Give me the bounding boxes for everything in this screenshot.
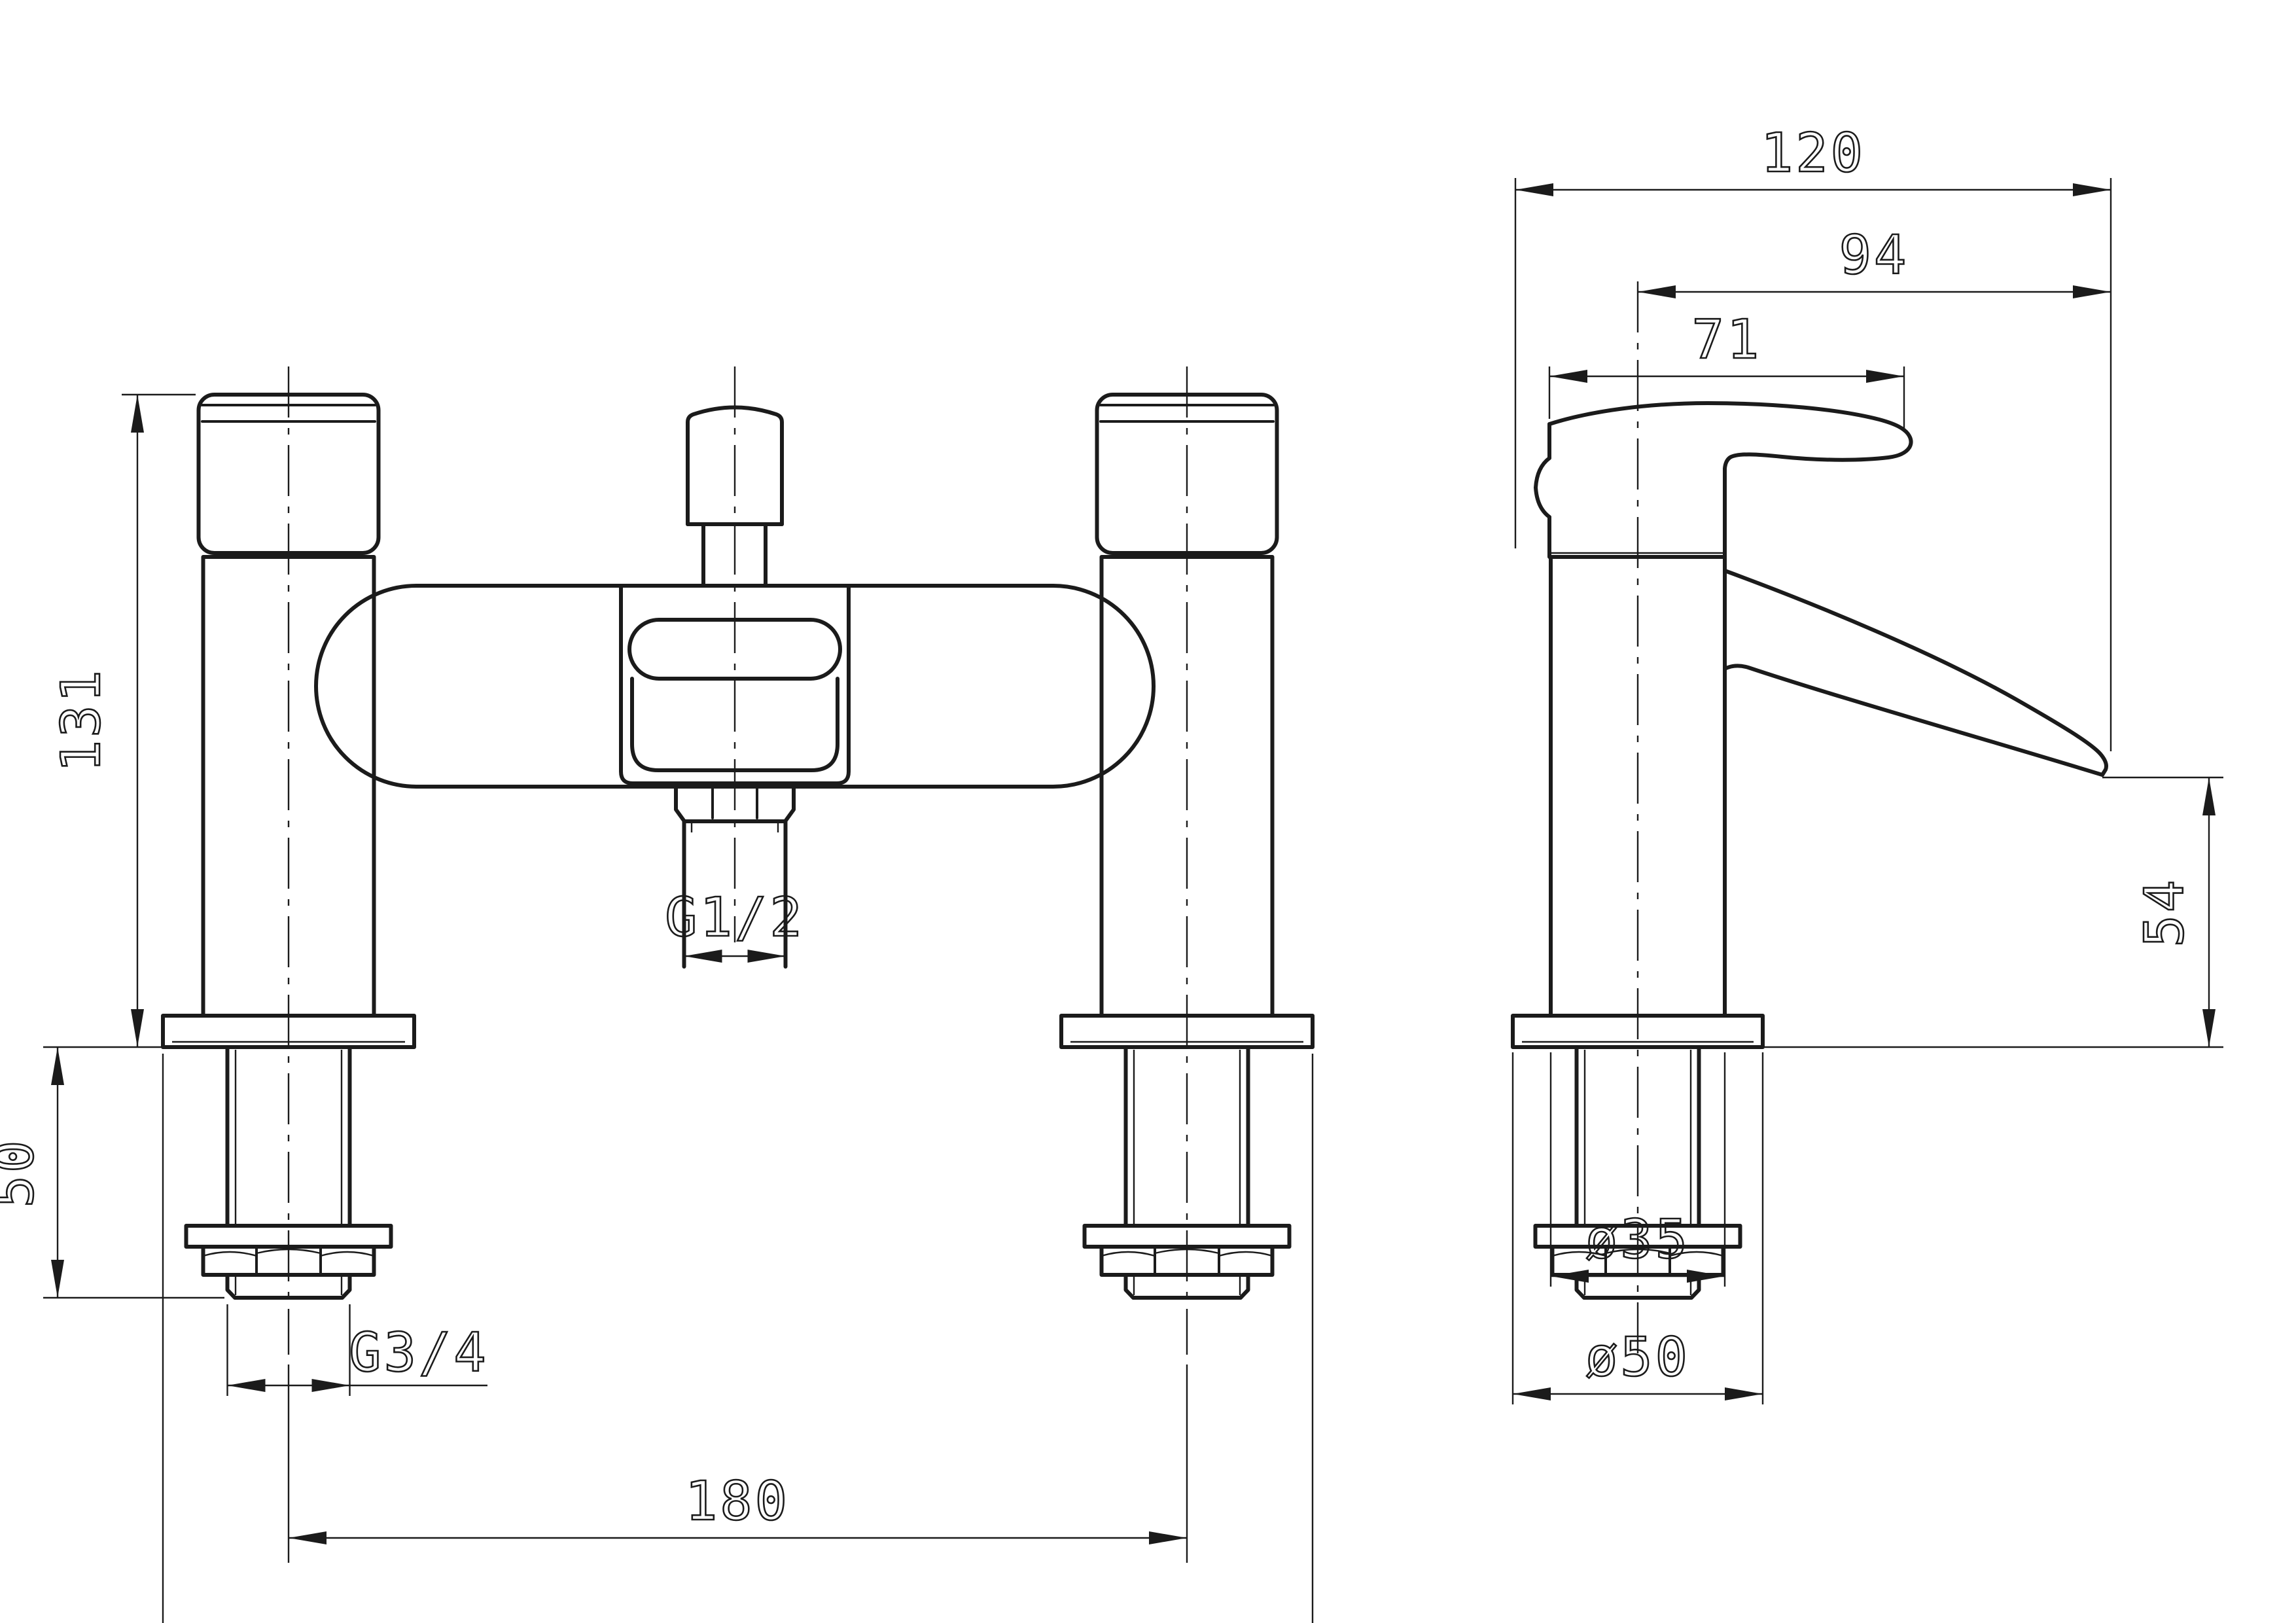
side-thread-stub <box>1574 1273 1701 1300</box>
front-right-pillar <box>1059 393 1315 1300</box>
side-dimensions: 120 94 71 54 ø35 <box>1511 122 2223 1404</box>
dim-label-handle-length: 71 <box>1692 309 1762 371</box>
dim-label-shower-thread: G1/2 <box>665 887 804 949</box>
dim-label-spout-reach: 94 <box>1839 224 1909 287</box>
dim-label-height: 131 <box>50 668 113 772</box>
side-backnut <box>1550 1245 1725 1277</box>
right-deck-flange <box>1059 1014 1315 1049</box>
left-thread-stub <box>225 1273 352 1300</box>
dim-label-overall-depth: 120 <box>1761 122 1865 185</box>
dim-label-inlet-thread: G3/4 <box>349 1322 488 1384</box>
left-nut-chamfer <box>203 1248 374 1257</box>
right-backnut <box>1099 1245 1275 1277</box>
dim-label-body-diameter: ø35 <box>1585 1209 1690 1271</box>
side-lever-handle <box>1547 401 1913 559</box>
left-backnut <box>201 1245 376 1277</box>
center-label-pill <box>627 618 842 681</box>
side-spout-upper-edge <box>1723 569 2108 777</box>
side-nut-chamfer <box>1552 1248 1723 1257</box>
front-dimensions: 131 50 G3/4 G1/2 180 <box>0 393 1314 1623</box>
left-handle <box>196 393 381 555</box>
dim-label-flange-diameter: ø50 <box>1585 1327 1690 1389</box>
front-center-assembly <box>619 405 851 969</box>
center-label-plate <box>630 677 839 772</box>
diverter-knob <box>686 405 784 526</box>
centerlines <box>287 281 1639 1355</box>
side-view: 120 94 71 54 ø35 <box>1511 122 2223 1404</box>
left-deck-flange <box>161 1014 416 1049</box>
side-spout-lower-edge <box>1723 664 2104 777</box>
right-handle <box>1095 393 1279 555</box>
side-deck-flange <box>1511 1014 1765 1049</box>
front-view: 131 50 G3/4 G1/2 180 <box>0 393 1315 1623</box>
right-thread-stub <box>1123 1273 1250 1300</box>
right-nut-chamfer <box>1101 1248 1273 1257</box>
dim-label-spout-height: 54 <box>2134 878 2196 948</box>
dim-label-centres: 180 <box>685 1471 790 1533</box>
dim-label-tail: 50 <box>0 1138 46 1208</box>
side-handle-button <box>1534 456 1551 519</box>
front-left-pillar <box>161 393 416 1300</box>
front-capsule-body <box>314 584 1156 789</box>
